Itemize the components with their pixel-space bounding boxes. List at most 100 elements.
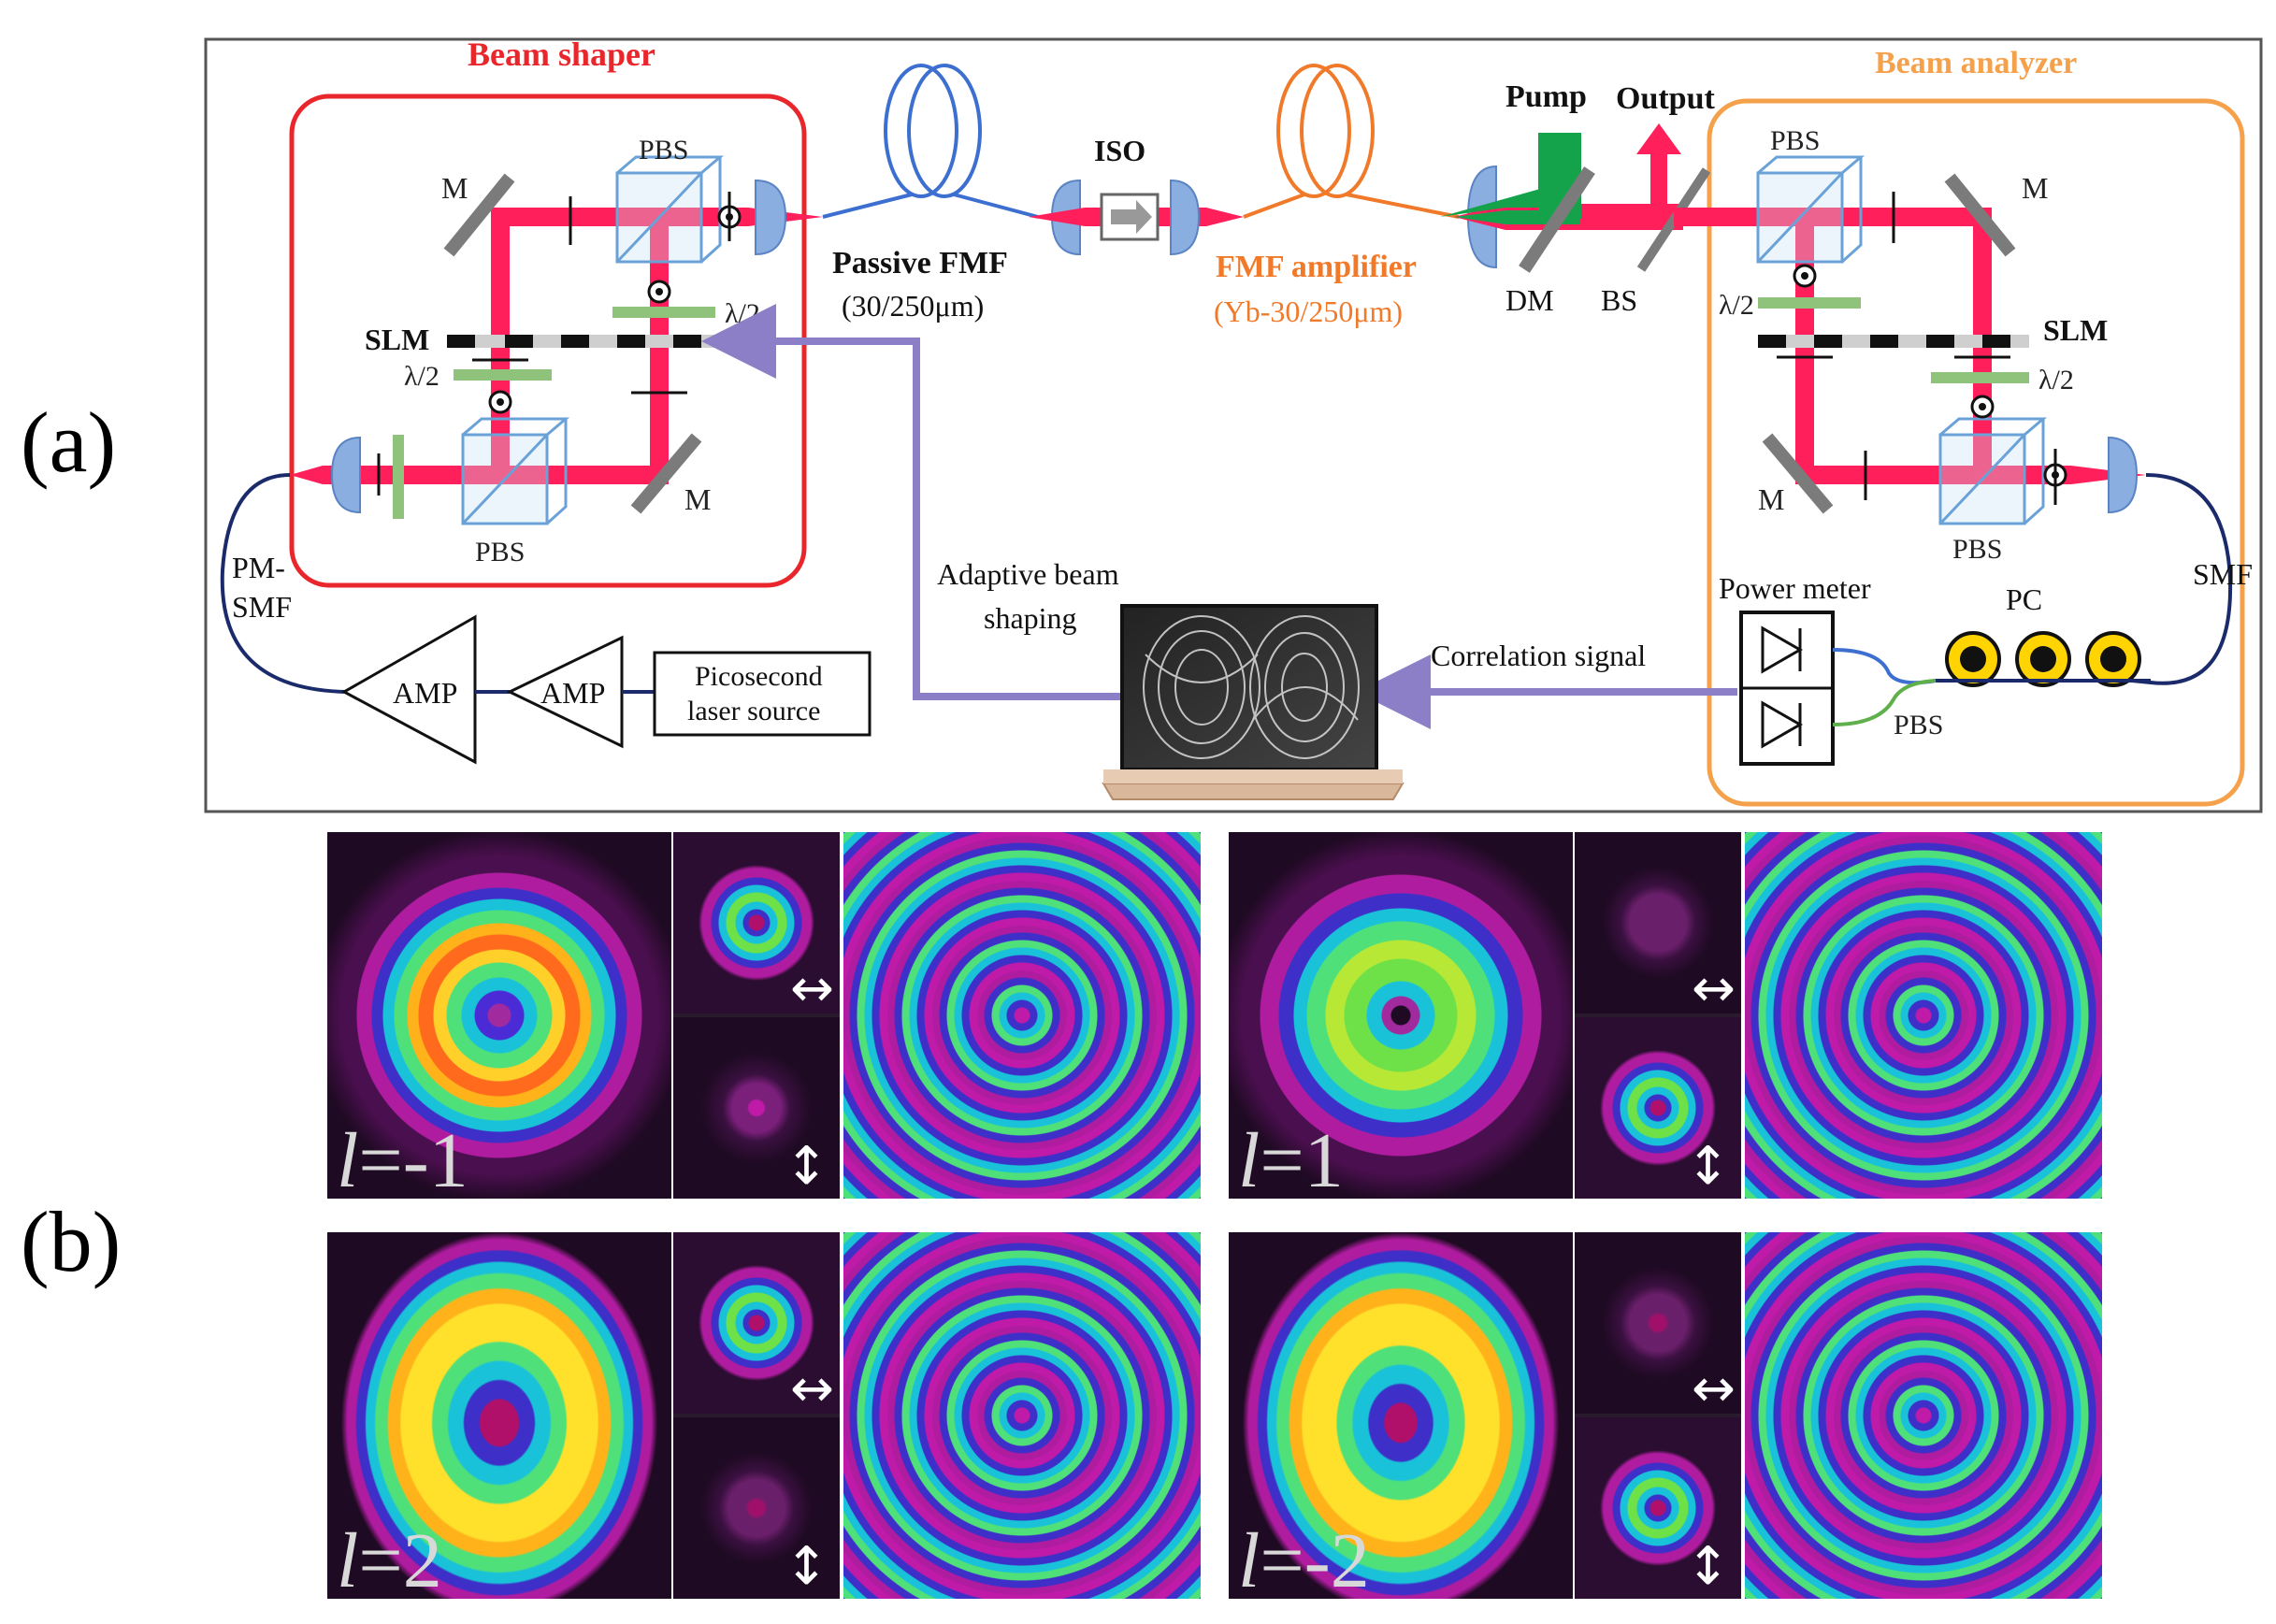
polarization-projections: ↔↕ — [673, 1232, 840, 1599]
smf-label: SMF — [2193, 557, 2253, 591]
lens-icon — [1170, 179, 1201, 256]
mirror-shaper-bottom — [630, 433, 702, 514]
mirror-analyzer-top — [1944, 173, 2016, 257]
lens-icon — [330, 436, 361, 514]
pump-label: Pump — [1505, 79, 1587, 114]
shaper-input-beam — [290, 466, 323, 484]
bs-label: BS — [1601, 283, 1637, 317]
mirror-label: M — [2022, 171, 2048, 205]
polarization-arrow-icon — [1777, 192, 2057, 505]
horizontal-projection — [1575, 1232, 1741, 1414]
output-beam — [1650, 150, 1667, 215]
pm-smf-label: PM- — [232, 551, 285, 584]
horizontal-polarization-icon: ↔ — [1692, 958, 1736, 1019]
dichroic-mirror — [1519, 166, 1595, 273]
pc-label: PC — [2006, 582, 2042, 616]
polarization-projections: ↔↕ — [1575, 1232, 1741, 1599]
mode-panel-l-1: l=1↔↕ — [1229, 832, 2102, 1204]
laptop-hologram-pattern — [1143, 615, 1360, 759]
output-label: Output — [1616, 81, 1715, 116]
setup-diagram: Beam shaper Beam analyzer M M PBS PBS SL… — [204, 36, 2263, 813]
mirror-analyzer-bottom — [1762, 433, 1834, 514]
horizontal-projection — [673, 832, 840, 1013]
dm-label: DM — [1505, 283, 1554, 317]
half-wave-label: λ/2 — [1719, 290, 1754, 321]
adaptive-beam-shaping-arrow — [701, 304, 1120, 700]
lens-icon — [755, 179, 787, 256]
pbs-label: PBS — [475, 537, 525, 568]
mode-panel-l-2: l=2↔↕ — [327, 1232, 1201, 1604]
pbs-label: PBS — [639, 135, 688, 165]
fmf-amplifier-spec: (Yb-30/250μm) — [1214, 295, 1403, 328]
mirror-label: M — [441, 171, 468, 205]
horizontal-projection — [673, 1232, 840, 1414]
mode-intensity-profile: l=2 — [327, 1232, 671, 1604]
interference-spiral — [843, 1232, 1201, 1599]
half-wave-plate — [393, 435, 404, 519]
beam-analyzer-box — [1707, 98, 2245, 807]
pbs-cube-shaper-top — [615, 155, 725, 264]
pm-smf-fiber — [220, 473, 349, 694]
passive-fmf-label: Passive FMF — [832, 246, 1008, 280]
mode-panel-l-minus-1: l=-1 ↔↕ — [327, 832, 1201, 1204]
correlation-signal-label: Correlation signal — [1431, 639, 1646, 672]
pm-smf-label: SMF — [232, 590, 292, 624]
adaptive-label: Adaptive beam — [937, 557, 1119, 591]
mirror-label: M — [1758, 482, 1784, 516]
beam-analyzer-title: Beam analyzer — [1875, 46, 2077, 80]
mode-order-label: l=-1 — [337, 1117, 468, 1204]
power-meter-label: Power meter — [1719, 571, 1871, 605]
vertical-projection — [1575, 1017, 1741, 1199]
mirror-shaper-top — [443, 173, 515, 257]
half-wave-plate — [1931, 372, 2029, 383]
half-wave-plate — [1758, 297, 1861, 309]
slm-shaper — [447, 335, 718, 348]
laser-source-label: Picosecond — [695, 661, 823, 692]
pbs-label: PBS — [1894, 710, 1943, 740]
polarization-projections: ↔↕ — [1575, 832, 1741, 1199]
horizontal-polarization-icon: ↔ — [1692, 1358, 1736, 1419]
horizontal-polarization-icon: ↔ — [790, 1358, 834, 1419]
mode-intensity-profile: l=1 — [1229, 832, 1573, 1204]
smf-fiber — [2131, 473, 2233, 685]
fmf-amplifier-coil — [1243, 64, 1460, 219]
passive-fmf-spec: (30/250μm) — [842, 289, 984, 323]
amp-label: AMP — [540, 676, 605, 710]
half-wave-plate — [612, 307, 715, 318]
pbs-cube-shaper-bottom — [461, 417, 570, 525]
laser-source-label: laser source — [687, 696, 820, 726]
vertical-projection — [673, 1417, 840, 1599]
pbs-label: PBS — [1770, 125, 1820, 156]
photodiode-icon — [1761, 700, 1804, 749]
photodiode-icon — [1761, 625, 1804, 674]
lens-icon — [2108, 436, 2139, 514]
amplifier-large-icon — [340, 614, 477, 765]
laser-source-box — [653, 651, 872, 737]
passive-fmf-coil — [822, 64, 1039, 219]
isolator-arrow-icon — [1111, 200, 1152, 234]
vertical-polarization-icon: ↕ — [1686, 1136, 1730, 1197]
mirror-label: M — [684, 482, 711, 516]
polarization-projections: ↔↕ — [673, 832, 840, 1199]
horizontal-projection — [1575, 832, 1741, 1013]
mode-panel-l-minus-2: l=-2↔↕ — [1229, 1232, 2102, 1604]
vertical-projection — [673, 1017, 840, 1199]
output-arrow-icon — [1636, 123, 1681, 154]
half-wave-label: λ/2 — [2038, 365, 2074, 395]
polarization-controller — [1945, 631, 2141, 687]
vertical-polarization-icon: ↕ — [785, 1136, 828, 1197]
slm-analyzer — [1758, 335, 2029, 348]
pbs-label: PBS — [1952, 534, 2002, 565]
slm-label: SLM — [2043, 313, 2108, 347]
interference-spiral — [1745, 1232, 2102, 1599]
interference-spiral — [843, 832, 1201, 1199]
fmf-amplifier-label: FMF amplifier — [1216, 250, 1417, 284]
panel-label-b: (b) — [21, 1194, 122, 1289]
polarization-arrow-icon — [377, 192, 731, 496]
pbs-cube-analyzer-top — [1756, 155, 1865, 264]
amp-label: AMP — [393, 676, 457, 710]
vertical-polarization-icon: ↕ — [785, 1536, 828, 1597]
laptop-base — [1102, 783, 1404, 800]
pbs-cube-analyzer-bottom — [1938, 417, 2048, 525]
half-wave-plate — [454, 369, 552, 381]
